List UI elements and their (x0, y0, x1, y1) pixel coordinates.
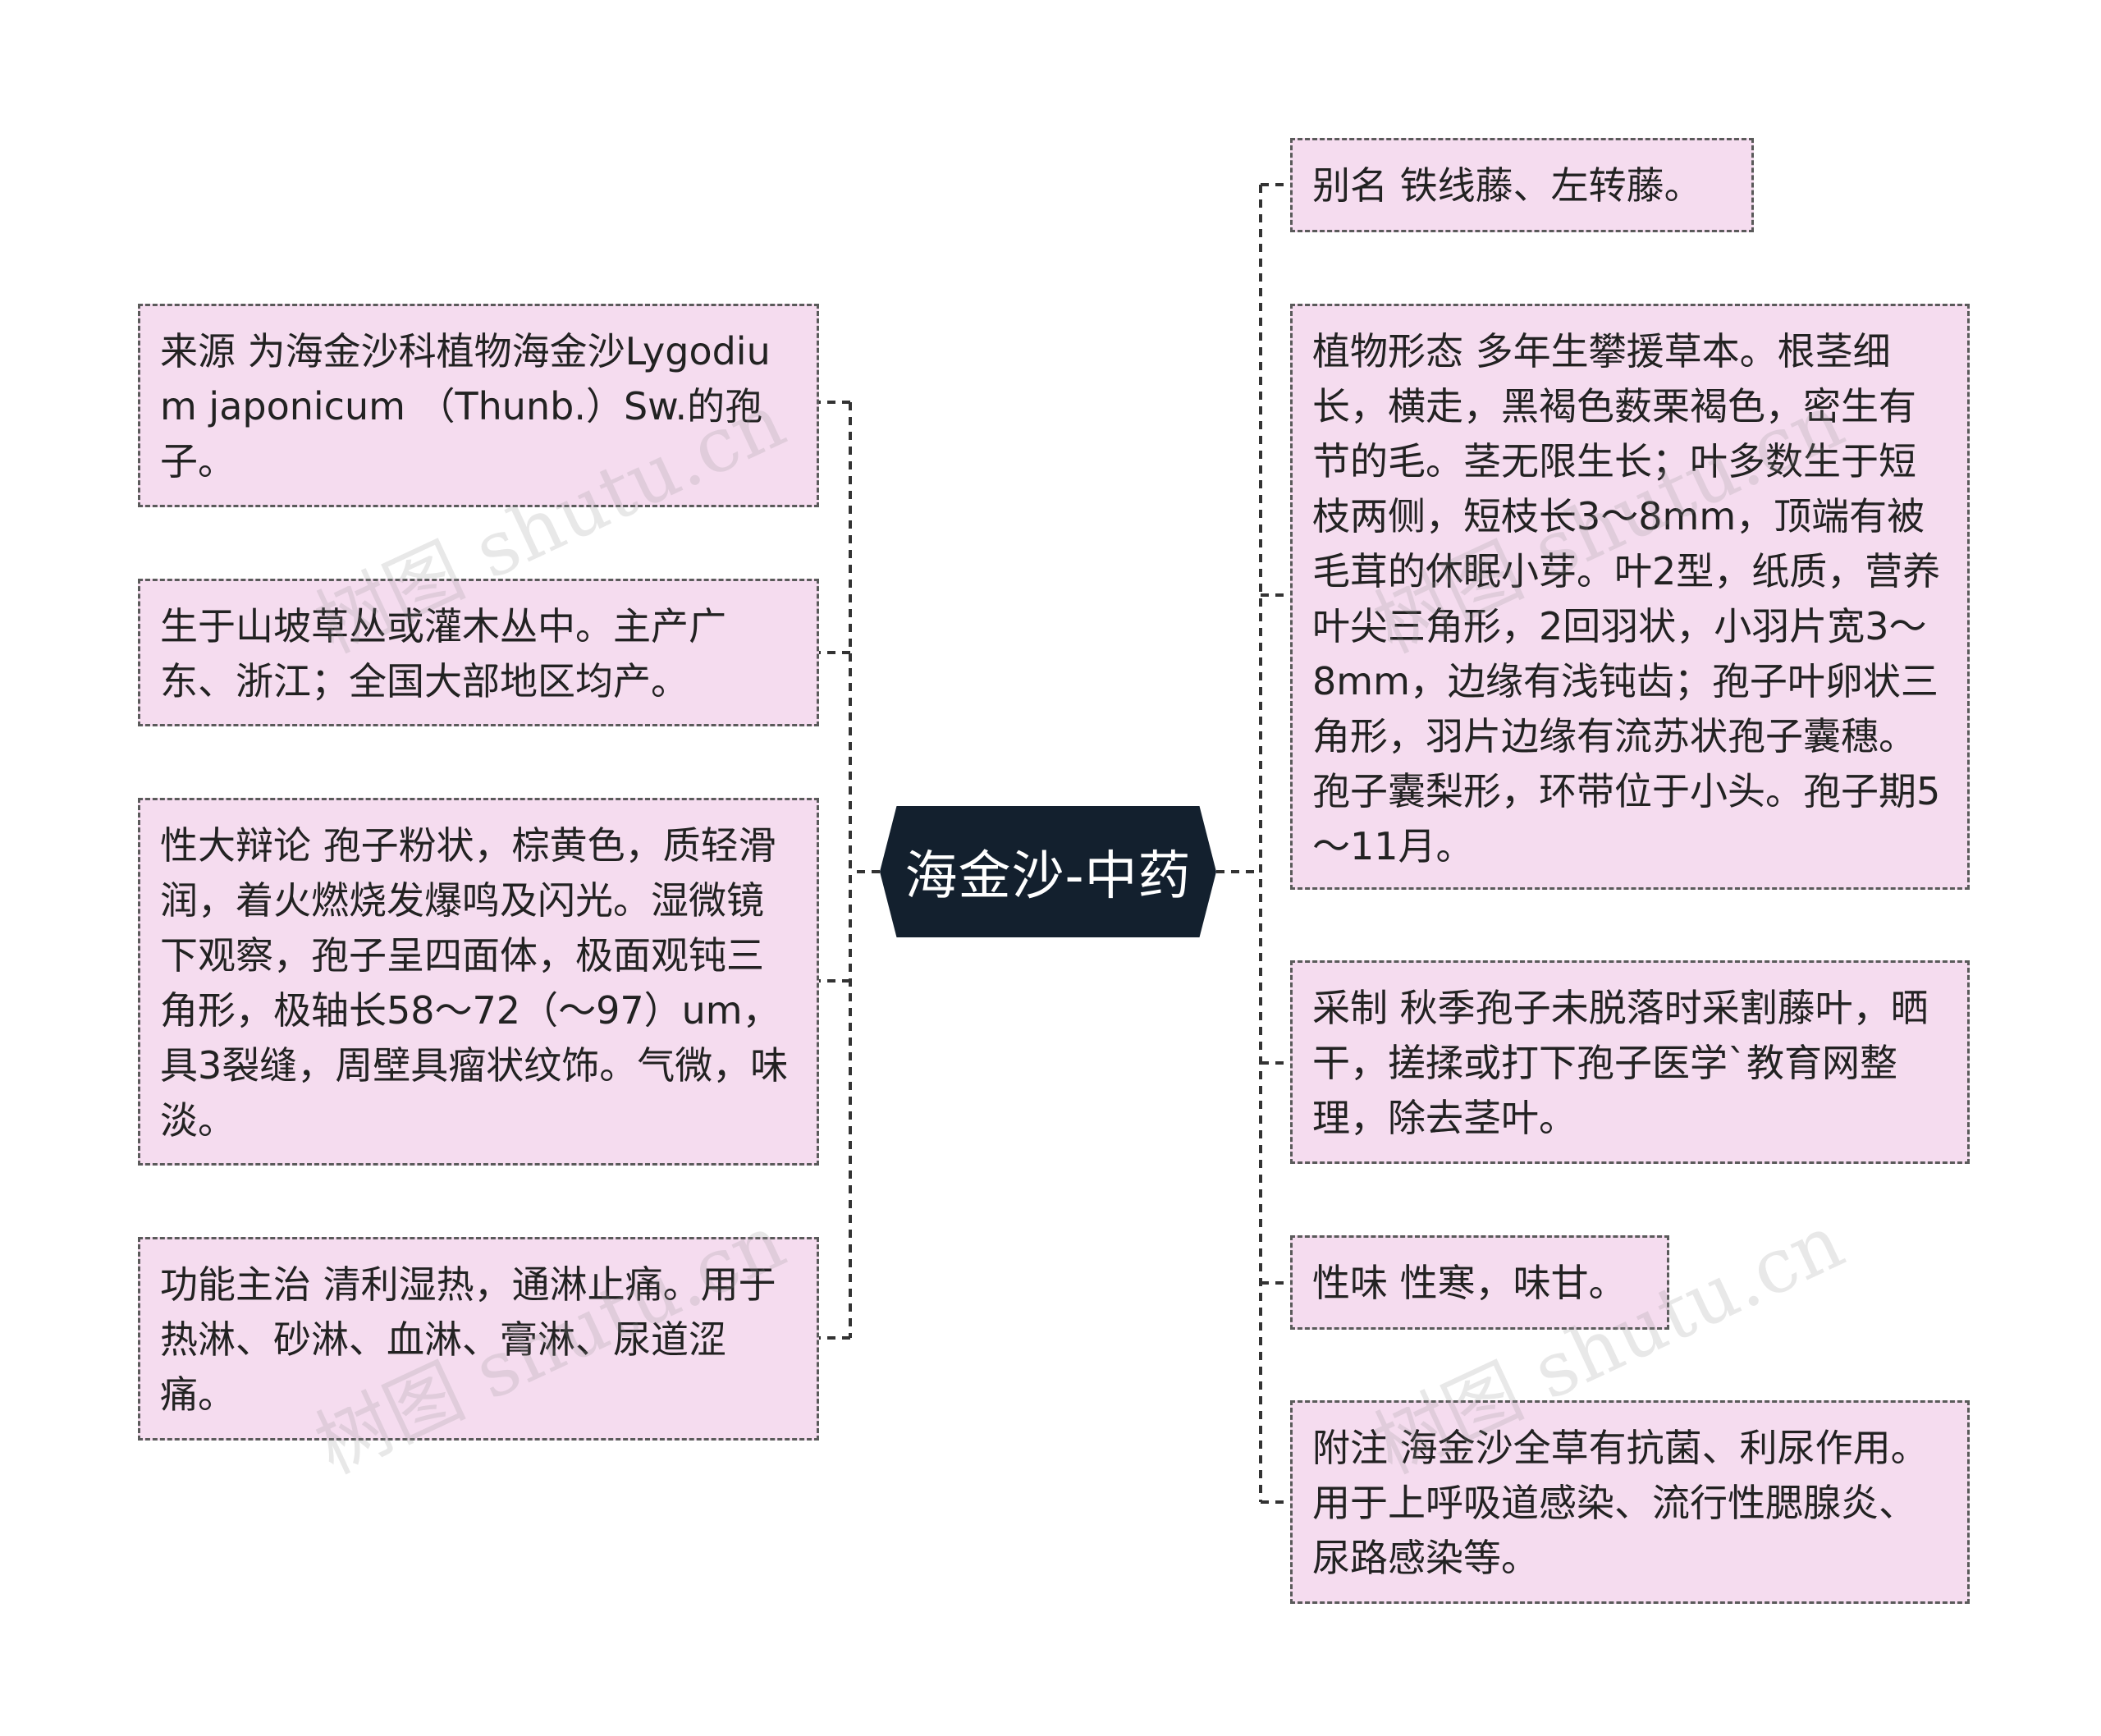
root-node: 海金沙-中药 (880, 806, 1216, 937)
node-harvest-text: 采制 秋季孢子未脱落时采割藤叶，晒干，搓揉或打下孢子医学`教育网整理，除去茎叶。 (1312, 986, 1929, 1140)
node-note: 附注 海金沙全草有抗菌、利尿作用。用于上呼吸道感染、流行性腮腺炎、尿路感染等。 (1290, 1400, 1970, 1604)
node-functions: 功能主治 清利湿热，通淋止痛。用于热淋、砂淋、血淋、膏淋、尿道涩痛。 (138, 1237, 819, 1441)
node-functions-text: 功能主治 清利湿热，通淋止痛。用于热淋、砂淋、血淋、膏淋、尿道涩痛。 (160, 1262, 776, 1417)
node-morphology: 植物形态 多年生攀援草本。根茎细长，横走，黑褐色薮栗褐色，密生有节的毛。茎无限生… (1290, 304, 1970, 890)
node-identification-text: 性大辩论 孢子粉状，棕黄色，质轻滑润，着火燃烧发爆鸣及闪光。湿微镜下观察，孢子呈… (160, 823, 789, 1143)
node-alias: 别名 铁线藤、左转藤。 (1290, 138, 1754, 232)
node-nature: 性味 性寒，味甘。 (1290, 1235, 1669, 1330)
node-habitat: 生于山坡草丛或灌木丛中。主产广东、浙江；全国大部地区均产。 (138, 579, 819, 726)
node-identification: 性大辩论 孢子粉状，棕黄色，质轻滑润，着火燃烧发爆鸣及闪光。湿微镜下观察，孢子呈… (138, 798, 819, 1166)
node-source-text: 来源 为海金沙科植物海金沙Lygodium japonicum （Thunb.）… (160, 329, 771, 483)
node-alias-text: 别名 铁线藤、左转藤。 (1312, 163, 1702, 208)
node-habitat-text: 生于山坡草丛或灌木丛中。主产广东、浙江；全国大部地区均产。 (160, 604, 726, 703)
node-morphology-text: 植物形态 多年生攀援草本。根茎细长，横走，黑褐色薮栗褐色，密生有节的毛。茎无限生… (1312, 329, 1941, 868)
node-harvest: 采制 秋季孢子未脱落时采割藤叶，晒干，搓揉或打下孢子医学`教育网整理，除去茎叶。 (1290, 960, 1970, 1164)
node-note-text: 附注 海金沙全草有抗菌、利尿作用。用于上呼吸道感染、流行性腮腺炎、尿路感染等。 (1312, 1426, 1929, 1580)
node-nature-text: 性味 性寒，味甘。 (1312, 1261, 1627, 1305)
node-source: 来源 为海金沙科植物海金沙Lygodium japonicum （Thunb.）… (138, 304, 819, 507)
root-node-label: 海金沙-中药 (904, 846, 1192, 907)
